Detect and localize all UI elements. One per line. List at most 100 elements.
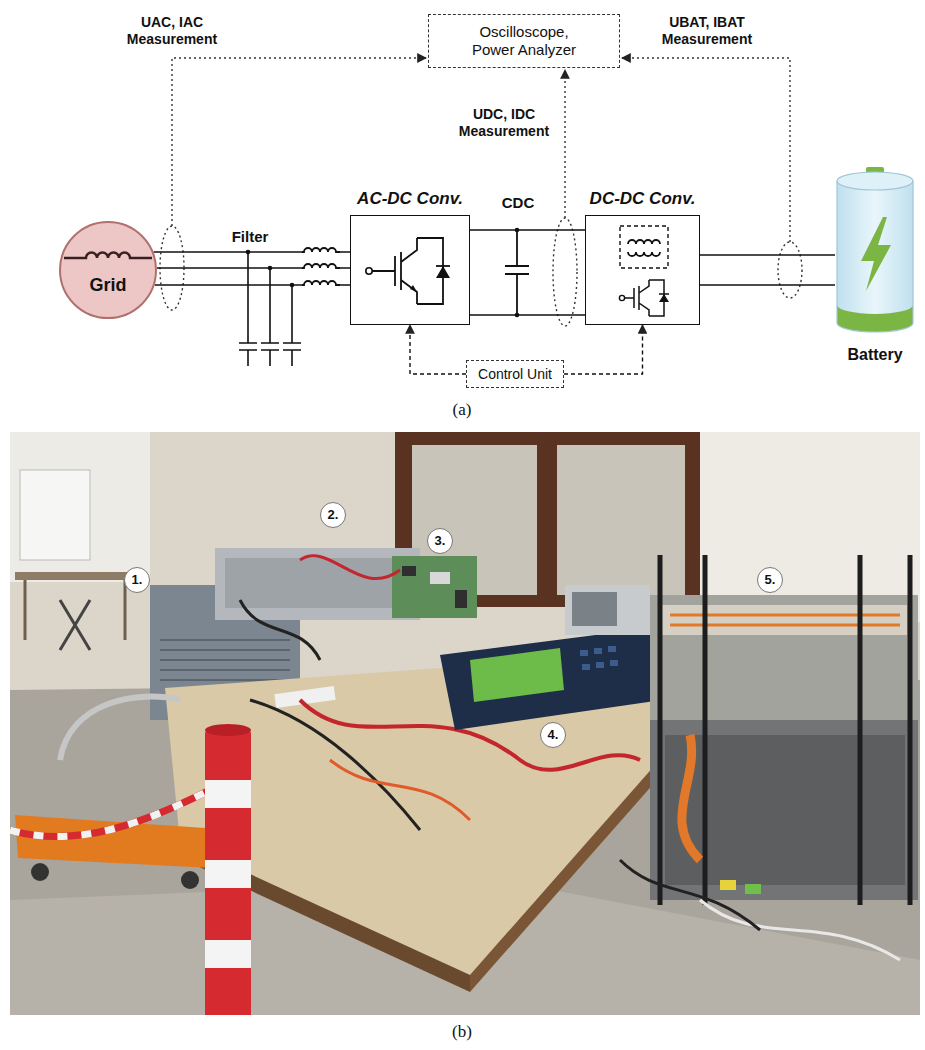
door (395, 432, 700, 607)
battery-cell: Battery (835, 165, 915, 340)
power-wire (700, 254, 835, 256)
grid-symbol (58, 220, 158, 320)
power-wire (470, 230, 585, 315)
battery-rack (665, 735, 905, 885)
test-equipment (240, 600, 320, 660)
test-equipment (455, 590, 467, 608)
battery-symbol (837, 181, 913, 332)
callout-number-holder: 4. (540, 722, 566, 748)
callout-number-holder: 5. (757, 567, 783, 593)
barrier (10, 790, 210, 836)
callout-number: 5. (757, 567, 783, 593)
acdc-symbol (436, 266, 450, 278)
trolley (60, 697, 180, 760)
dc-link-capacitor (505, 230, 529, 315)
measurement-probe (553, 218, 577, 326)
dc-link-capacitor (505, 228, 529, 318)
filter-capacitor (239, 250, 301, 366)
acdc-symbol (366, 268, 372, 274)
battery-rack (620, 555, 918, 960)
power-wire (470, 314, 585, 316)
barrier (10, 790, 210, 836)
measurement-label-holder: UDC, IDC Measurement (452, 106, 556, 140)
test-equipment (160, 640, 290, 680)
power-analyzer (580, 650, 588, 656)
battery-symbol (861, 217, 891, 291)
battery-symbol (837, 181, 913, 332)
converter-box: AC-DC Conv. (350, 215, 470, 325)
grid-source: Grid (58, 220, 158, 320)
subfigure-label-holder: (a) (432, 400, 492, 421)
barrier (205, 724, 251, 736)
connector-group (154, 230, 835, 374)
acdc-symbol (351, 216, 471, 326)
dcdc-symbol (625, 280, 664, 316)
subfigure-label: (b) (432, 1022, 492, 1043)
dcdc-symbol (659, 294, 669, 302)
filter-inductor (302, 248, 340, 252)
grid-symbol (60, 222, 156, 318)
box-text: Oscilloscope, Power Analyzer (467, 23, 581, 59)
wall (10, 432, 920, 1015)
wall (700, 432, 920, 622)
callout-number-holder: 2. (320, 502, 346, 528)
dcdc-symbol (620, 226, 668, 268)
node-label: Grid (89, 275, 126, 297)
dc-link-capacitor (515, 313, 520, 318)
power-analyzer (582, 664, 590, 670)
back-table (60, 600, 90, 650)
filter-inductor (302, 248, 340, 287)
battery-rack (745, 884, 761, 894)
power-analyzer (608, 646, 616, 652)
barrier (10, 724, 251, 1015)
lab-photo (10, 432, 920, 1015)
barrier (205, 860, 251, 888)
battery-symbol (837, 172, 913, 190)
dcdc-symbol (586, 216, 701, 326)
node-label: Battery (847, 345, 902, 364)
callout-number: 4. (540, 722, 566, 748)
trolley (31, 863, 49, 881)
power-analyzer (610, 660, 618, 666)
power-wire (700, 284, 835, 286)
battery-rack (660, 555, 910, 905)
dcdc-symbol (628, 240, 660, 256)
battery-rack (650, 595, 918, 720)
test-equipment (392, 556, 477, 618)
node-label: DC-DC Conv. (590, 189, 696, 209)
filter-capacitor (239, 252, 257, 366)
power-analyzer (565, 585, 650, 635)
acdc-symbol (372, 238, 443, 304)
callout-number-holder: 3. (427, 528, 453, 554)
power-analyzer (596, 662, 604, 668)
door-glass (557, 445, 685, 595)
test-equipment (430, 572, 450, 584)
measurement-label: UBAT, IBAT Measurement (652, 14, 762, 48)
box-text: Control Unit (478, 366, 552, 383)
subfigure-label-holder: (b) (432, 1022, 492, 1043)
barrier (205, 730, 251, 1015)
power-analyzer (470, 648, 564, 702)
battery-rack (650, 720, 918, 900)
measurement-label-holder: UBAT, IBAT Measurement (652, 14, 762, 48)
subfigure-label: (a) (432, 400, 492, 421)
control-signal (410, 325, 466, 374)
filter-inductor (302, 281, 340, 285)
barrier (205, 780, 251, 808)
acdc-symbol (436, 265, 450, 267)
measurement-probe (564, 70, 565, 218)
dc-link-capacitor (515, 228, 520, 233)
dcdc-symbol (659, 293, 669, 295)
component-label-holder: CDC (496, 194, 540, 212)
node-label: AC-DC Conv. (357, 189, 463, 209)
filter-capacitor (283, 285, 301, 366)
wall (10, 432, 150, 582)
callout-number: 3. (427, 528, 453, 554)
test-equipment (402, 566, 416, 576)
control-box: Control Unit (466, 360, 564, 388)
back-table (15, 572, 135, 650)
measurement-label: UDC, IDC Measurement (452, 106, 556, 140)
